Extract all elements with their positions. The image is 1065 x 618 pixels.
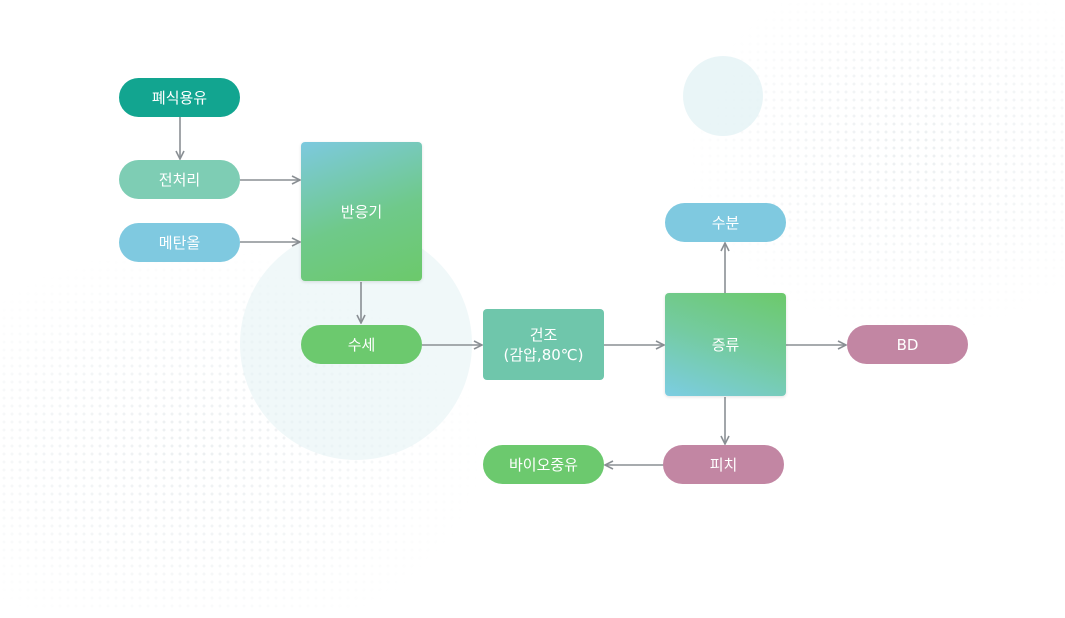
node-pretreatment: 전처리 [119, 160, 240, 199]
node-methanol: 메탄올 [119, 223, 240, 262]
node-reactor-label: 반응기 [340, 202, 383, 221]
node-distillation: 증류 [665, 293, 786, 396]
node-bd: BD [847, 325, 968, 364]
node-bio-heavy-oil-label: 바이오중유 [508, 455, 578, 474]
node-washing: 수세 [301, 325, 422, 364]
node-pitch: 피치 [663, 445, 784, 484]
node-waste-oil: 폐식용유 [119, 78, 240, 117]
background-circle-small [683, 56, 763, 136]
node-reactor: 반응기 [301, 142, 422, 281]
node-bd-label: BD [896, 335, 919, 354]
node-pretreatment-label: 전처리 [158, 170, 201, 189]
node-drying-condition: (감압,80℃) [503, 345, 584, 364]
node-drying-label: 건조 [529, 325, 558, 344]
node-pitch-label: 피치 [709, 455, 738, 474]
node-drying: 건조 (감압,80℃) [483, 309, 604, 380]
node-water: 수분 [665, 203, 786, 242]
node-methanol-label: 메탄올 [158, 233, 201, 252]
node-washing-label: 수세 [347, 335, 376, 354]
node-water-label: 수분 [711, 213, 740, 232]
node-bio-heavy-oil: 바이오중유 [483, 445, 604, 484]
node-distillation-label: 증류 [711, 335, 740, 354]
node-waste-oil-label: 폐식용유 [151, 88, 208, 107]
background-dot-pattern-right [690, 0, 1065, 330]
